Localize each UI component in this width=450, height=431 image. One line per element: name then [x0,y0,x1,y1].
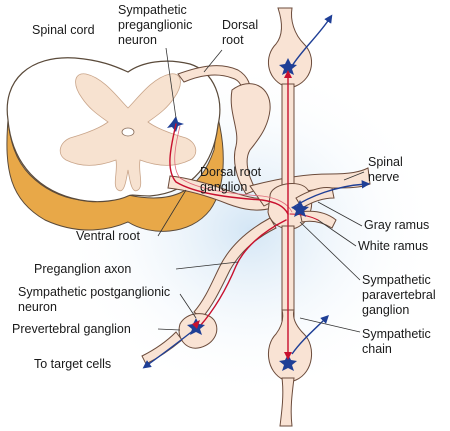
label-ventral-root: Ventral root [76,229,140,243]
label-paravertebral-line3: ganglion [362,303,409,317]
postganglionic-pathways [142,14,371,369]
label-preganglionic-line1: Sympathetic [118,3,187,17]
leader-chain [299,317,361,333]
label-paravertebral-line2: paravertebral [362,288,436,302]
label-gray-ramus: Gray ramus [364,218,429,232]
label-preganglion-axon: Preganglion axon [34,262,131,276]
leader-preganglion-axon [175,261,239,270]
lower-neuron-icon [279,354,297,371]
prevertebral-synapse-marker [192,320,200,329]
central-canal [121,127,135,137]
label-target-cells: To target cells [34,357,111,371]
upper-postganglionic-fiber [291,14,333,67]
middle-neuron-icon [291,200,309,217]
leader-gray-ramus [317,201,363,227]
label-prevertebral: Prevertebral ganglion [12,322,131,336]
leader-paravertebral [299,221,361,281]
label-dorsal-root-line2: root [222,33,244,47]
label-drg-line1: Dorsal root [200,165,262,179]
preganglion-axon-path-outer [174,125,293,213]
lower-paravertebral-ganglion [268,309,312,382]
label-paravertebral-line1: Sympathetic [362,273,431,287]
label-postganglionic-line1: Sympathetic postganglionic [18,285,170,299]
preganglion-axon-path [169,123,289,215]
leader-postganglionic [179,293,197,319]
synapse-markers [192,70,292,360]
upper-neuron-icon [279,58,297,75]
upper-synapse-marker [284,70,292,78]
axon-pathways [169,75,319,361]
middle-postganglionic-fiber [291,180,371,209]
leader-prevertebral [157,328,181,331]
label-preganglionic-line2: preganglionic [118,18,192,32]
leader-spinal-nerve [343,171,365,181]
label-white-ramus: White ramus [358,239,428,253]
axon-to-prevertebral [199,219,287,327]
ganglion-neurons [187,58,309,371]
chain-tail [279,377,295,427]
label-chain-line1: Sympathetic [362,327,431,341]
lower-postganglionic-fiber [291,315,329,355]
leader-dorsal-root [203,49,223,73]
leader-white-ramus [317,219,357,247]
label-spinal-cord: Spinal cord [32,23,95,37]
labels: Spinal cord Sympathetic preganglionic ne… [12,3,436,371]
leader-preganglionic [165,47,177,119]
postganglionic-nerve [141,331,183,365]
spinal-cord [6,57,224,232]
prevertebral-postganglionic-fiber [142,329,195,369]
label-drg-line2: ganglion [200,180,247,194]
leader-ventral-root [157,189,187,237]
label-preganglionic-line3: neuron [118,33,157,47]
leader-lines [157,47,365,333]
label-spinal-nerve-line1: Spinal [368,155,403,169]
splanchnic-nerve [193,217,277,319]
label-dorsal-root-line1: Dorsal [222,18,258,32]
label-spinal-nerve-line2: nerve [368,170,399,184]
dorsal-root-ganglion [230,83,271,195]
label-chain-line2: chain [362,342,392,356]
label-postganglionic-line2: neuron [18,300,57,314]
lower-synapse-marker [284,352,292,360]
